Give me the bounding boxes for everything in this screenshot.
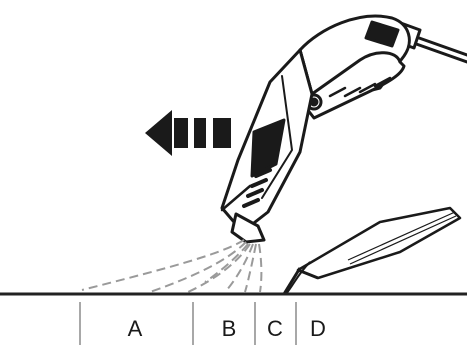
scraper-icon bbox=[282, 206, 462, 295]
arrow-left-icon bbox=[145, 110, 231, 156]
zone-dividers bbox=[79, 302, 297, 345]
heat-gun-icon bbox=[220, 14, 467, 244]
zone-label-b: B bbox=[222, 316, 237, 341]
zone-label-d: D bbox=[310, 316, 326, 341]
hot-air-spray bbox=[81, 239, 263, 293]
zone-label-a: A bbox=[128, 316, 143, 341]
zone-label-c: C bbox=[267, 316, 283, 341]
